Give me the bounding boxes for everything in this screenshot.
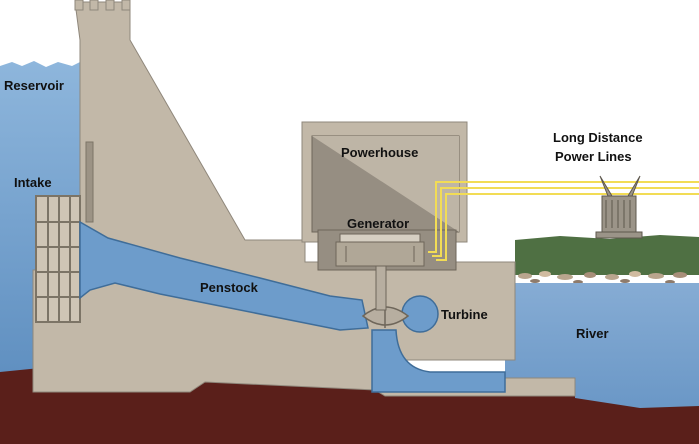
penstock <box>79 220 369 331</box>
river-bank-grass <box>515 235 699 275</box>
label-power-lines-line2: Power Lines <box>555 149 632 164</box>
turbine-scroll-case <box>401 295 439 333</box>
label-generator: Generator <box>347 216 409 231</box>
dam-crest <box>74 0 131 11</box>
dam-body <box>32 1 576 397</box>
power-lines <box>428 181 699 261</box>
label-turbine: Turbine <box>441 307 488 322</box>
label-powerhouse: Powerhouse <box>341 145 418 160</box>
transmission-tower <box>595 175 643 239</box>
label-intake: Intake <box>14 175 52 190</box>
intake-gate-slot <box>85 141 94 223</box>
label-penstock: Penstock <box>200 280 259 295</box>
river-bank-rocks <box>518 271 687 284</box>
label-power-lines-line1: Long Distance <box>553 130 643 145</box>
label-river: River <box>576 326 609 341</box>
label-reservoir: Reservoir <box>4 78 64 93</box>
draft-tube <box>371 329 506 393</box>
intake-grate <box>35 195 81 323</box>
generator <box>335 233 425 311</box>
